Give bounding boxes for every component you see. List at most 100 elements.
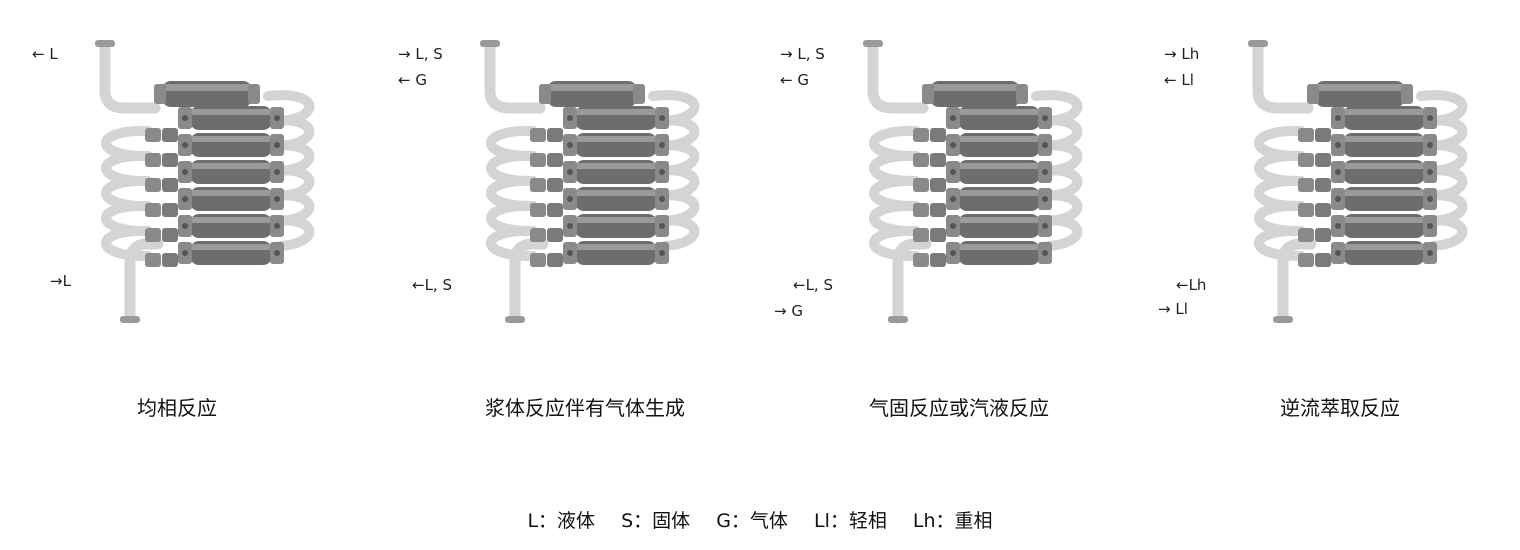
bolt	[1335, 169, 1341, 175]
clamp	[162, 178, 178, 192]
tube-highlight	[575, 109, 657, 115]
tube-highlight	[575, 136, 657, 142]
bolt	[659, 115, 665, 121]
tube-highlight	[1343, 136, 1425, 142]
inlet-pipe	[1252, 40, 1314, 114]
legend-item: G：气体	[716, 510, 788, 532]
tube-highlight	[1343, 163, 1425, 169]
bolt	[1427, 223, 1433, 229]
panel-countercurrent: → Lh ← Ll ←Lh → Ll 逆流萃取反应	[1140, 0, 1520, 440]
clamp	[913, 228, 929, 242]
clamp	[145, 178, 161, 192]
reactor-illustration	[863, 40, 1083, 324]
bolt	[567, 115, 573, 121]
bolt	[274, 115, 280, 121]
pipe-flange	[1248, 40, 1268, 47]
panel-homogeneous: ← L →L 均相反应	[0, 0, 380, 440]
tube-highlight	[1343, 109, 1425, 115]
clamp	[530, 228, 546, 242]
inlet-pipe	[867, 40, 929, 114]
clamp	[547, 153, 563, 167]
clamp	[1315, 153, 1331, 167]
clamp	[913, 178, 929, 192]
bolt	[1427, 196, 1433, 202]
tube-highlight	[190, 163, 272, 169]
flow-label: ← L	[32, 45, 58, 63]
tube-highlight	[958, 136, 1040, 142]
pipe-flange	[863, 40, 883, 47]
bolt	[567, 250, 573, 256]
inlet-pipe	[484, 40, 546, 114]
bolt	[1335, 142, 1341, 148]
tube-highlight	[190, 109, 272, 115]
legend-item: L：液体	[527, 510, 596, 532]
bolt	[950, 196, 956, 202]
clamp	[530, 153, 546, 167]
clamp	[1016, 84, 1028, 104]
bolt	[659, 169, 665, 175]
tube-highlight	[1343, 217, 1425, 223]
clamp	[547, 203, 563, 217]
panel-caption: 浆体反应伴有气体生成	[485, 396, 685, 420]
bolt	[274, 142, 280, 148]
tube-highlight	[547, 84, 637, 91]
clamp	[539, 84, 551, 104]
pipe-flange	[95, 40, 115, 47]
pipe-flange	[480, 40, 500, 47]
bolt	[1042, 223, 1048, 229]
clamp	[547, 253, 563, 267]
clamp	[162, 203, 178, 217]
tube-highlight	[1343, 190, 1425, 196]
clamp	[547, 128, 563, 142]
tube-highlight	[958, 244, 1040, 250]
bolt	[1042, 196, 1048, 202]
clamp	[913, 153, 929, 167]
flow-label: ← G	[398, 71, 427, 89]
reactor-illustration	[480, 40, 700, 324]
clamp	[530, 203, 546, 217]
clamp	[154, 84, 166, 104]
bolt	[1335, 223, 1341, 229]
bolt	[182, 196, 188, 202]
clamp	[530, 253, 546, 267]
pipe-flange	[1273, 316, 1293, 323]
clamp	[913, 253, 929, 267]
reactor-illustration	[95, 40, 315, 324]
bolt	[182, 250, 188, 256]
panel-caption: 逆流萃取反应	[1280, 396, 1400, 420]
tube-highlight	[575, 217, 657, 223]
inlet-pipe	[99, 40, 161, 114]
bolt	[1335, 250, 1341, 256]
bolt	[659, 142, 665, 148]
clamp	[930, 153, 946, 167]
clamp	[1401, 84, 1413, 104]
bolt	[1042, 250, 1048, 256]
tube-highlight	[958, 163, 1040, 169]
clamp	[547, 228, 563, 242]
flow-label: ←L, S	[793, 276, 833, 294]
clamp	[145, 153, 161, 167]
clamp	[1298, 203, 1314, 217]
bolt	[659, 223, 665, 229]
clamp	[1315, 128, 1331, 142]
bolt	[567, 223, 573, 229]
panel-caption: 气固反应或汽液反应	[869, 396, 1049, 420]
pipe-flange	[505, 316, 525, 323]
panel-gas-solid: → L, S ← G ←L, S → G 气固反应或汽液反应	[760, 0, 1140, 440]
tube-highlight	[190, 217, 272, 223]
clamp	[145, 203, 161, 217]
flow-label: ← G	[780, 71, 809, 89]
clamp	[530, 178, 546, 192]
outlet-pipe	[509, 238, 549, 324]
tube-highlight	[1343, 244, 1425, 250]
clamp	[145, 128, 161, 142]
clamp	[1315, 203, 1331, 217]
outlet-pipe	[892, 238, 932, 324]
tube-highlight	[162, 84, 252, 91]
bolt	[182, 115, 188, 121]
bolt	[567, 169, 573, 175]
clamp	[162, 228, 178, 242]
tube-highlight	[190, 136, 272, 142]
bolt	[567, 196, 573, 202]
clamp	[1298, 153, 1314, 167]
